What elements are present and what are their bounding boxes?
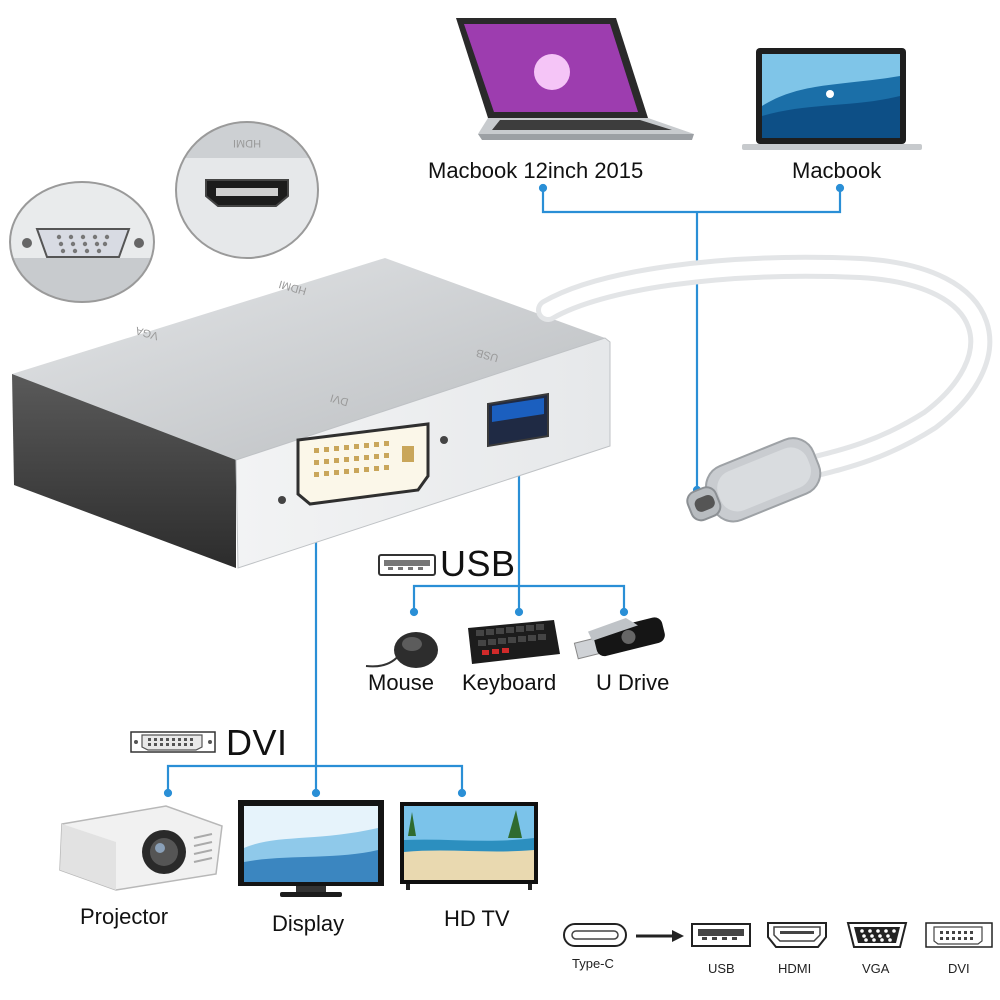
legend-dvi-port-icon [925,922,993,948]
hd-tv-image [400,802,538,890]
vga-port-icon [22,228,144,258]
hdmi-zoom-bubble: HDMI [174,120,320,260]
macbook-12-image [456,18,694,140]
macbook-label: Macbook [792,158,882,183]
type-c-cable [536,254,993,523]
u-drive-image [573,617,665,660]
dvi-device-hd-tv: HD TV [444,906,510,931]
adapter-usb-port [487,392,549,448]
hdmi-port-icon [205,179,289,207]
legend-usb-label: USB [708,961,735,976]
hdmi-bubble-text: HDMI [233,137,261,149]
arrow-right-icon [636,930,684,942]
usb-section-title: USB [440,543,516,584]
adapter-dvi-port [278,422,448,506]
dvi-section-title: DVI [226,722,288,763]
svg-text:USB: USB [475,346,500,364]
usb-device-mouse: Mouse [368,670,435,695]
keyboard-image [468,620,560,664]
type-c-port-icon [563,923,627,947]
legend-dvi-label: DVI [948,961,970,976]
svg-text:DVI: DVI [329,391,350,408]
legend-type-c-label: Type-C [572,956,614,971]
legend-hdmi-label: HDMI [778,961,812,976]
usb-device-u-drive: U Drive [596,670,670,695]
usb-device-keyboard: Keyboard [462,670,557,695]
display-image [238,800,384,897]
dvi-port-icon [130,731,216,753]
legend-hdmi-port-icon [767,922,827,948]
projector-image [59,805,223,891]
legend-vga-port-icon [846,922,908,948]
vga-zoom-bubble [8,180,156,304]
mouse-image [365,632,438,668]
legend-usb-port-icon [691,923,751,947]
usb-port-icon [378,554,436,576]
dvi-device-display: Display [272,911,345,936]
macbook-12-label: Macbook 12inch 2015 [428,158,644,183]
macbook-image [742,48,922,150]
legend-vga-label: VGA [862,961,890,976]
dvi-device-projector: Projector [80,904,169,929]
